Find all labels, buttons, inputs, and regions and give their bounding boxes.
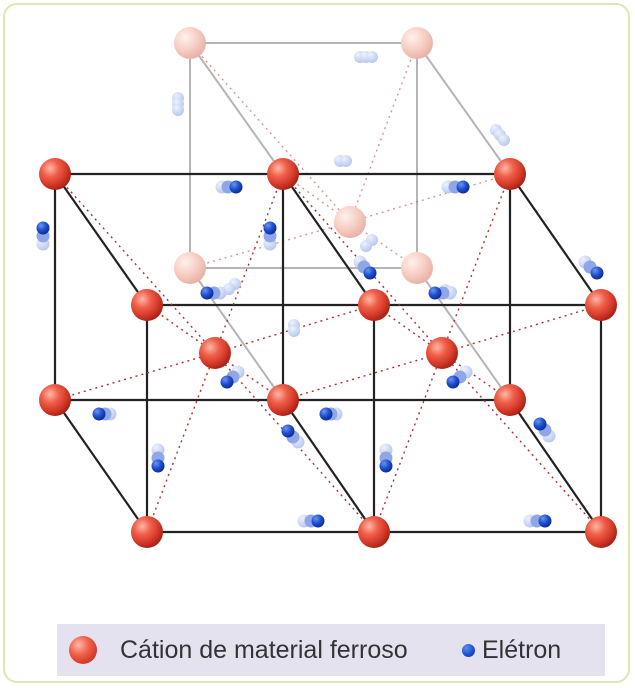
cation-legend-icon	[69, 636, 97, 664]
electron-legend-icon	[462, 644, 475, 657]
electron-legend-label: Elétron	[482, 636, 562, 664]
cation-legend-label: Cátion de material ferroso	[120, 636, 408, 664]
electrons	[36, 180, 604, 528]
cations	[39, 158, 617, 548]
figure-frame	[3, 3, 630, 683]
body-center-bonds	[54, 173, 602, 533]
legend: Cátion de material ferroso Elétron	[57, 624, 605, 676]
faded-cations	[174, 27, 433, 284]
cube-edges	[53, 172, 603, 534]
